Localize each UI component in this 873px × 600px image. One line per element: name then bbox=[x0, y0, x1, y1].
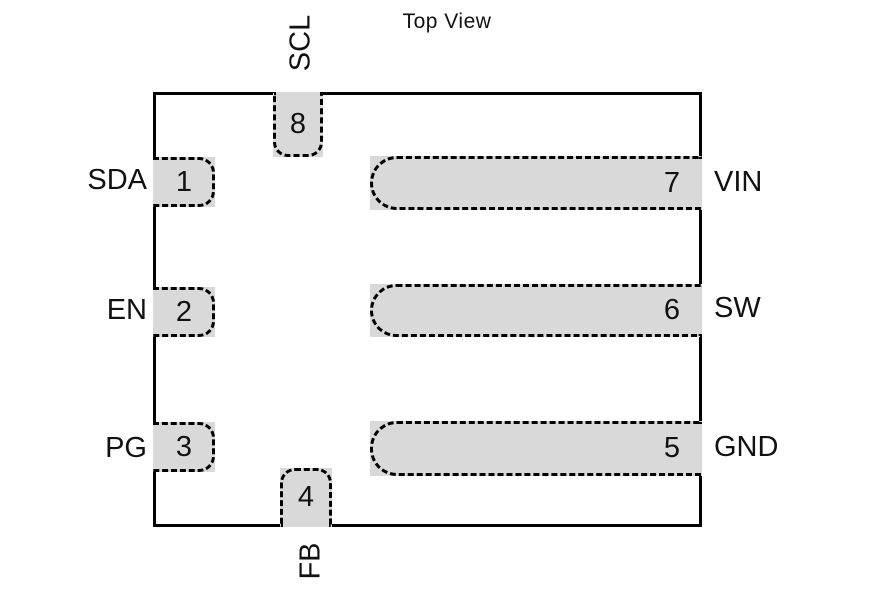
pin-pad-border bbox=[370, 156, 702, 210]
pin-number: 8 bbox=[289, 108, 307, 140]
pin-pad-3: 3 bbox=[153, 422, 215, 472]
pin-pad-2: 2 bbox=[153, 287, 215, 337]
pin-number: 7 bbox=[663, 166, 680, 199]
pin-number: 1 bbox=[175, 165, 193, 198]
pin-pad-7: 7 bbox=[370, 156, 702, 210]
pin-pad-border bbox=[280, 468, 332, 527]
pin-label-sw: SW bbox=[714, 292, 761, 324]
pin-number: 5 bbox=[663, 432, 680, 464]
pin-pad-6: 6 bbox=[370, 284, 702, 337]
diagram-title: Top View bbox=[402, 10, 492, 33]
pin-number: 2 bbox=[175, 295, 193, 328]
pin-number: 3 bbox=[175, 430, 193, 463]
pin-label-vin: VIN bbox=[714, 166, 763, 198]
pin-pad-border bbox=[273, 92, 323, 157]
pin-label-pg: PG bbox=[105, 432, 147, 464]
pin-pad-border bbox=[153, 422, 215, 472]
pin-pad-5: 5 bbox=[370, 421, 702, 476]
pin-label-scl: SCL bbox=[284, 14, 317, 72]
pin-pad-border bbox=[370, 421, 702, 476]
pin-pad-border bbox=[370, 284, 702, 337]
pin-pad-1: 1 bbox=[153, 157, 215, 207]
pin-number: 4 bbox=[297, 481, 315, 513]
pin-label-sda: SDA bbox=[87, 164, 147, 196]
pin-pad-border bbox=[153, 157, 215, 207]
pin-pad-8: 8 bbox=[273, 92, 323, 157]
pin-pad-border bbox=[153, 287, 215, 337]
pin-label-fb: FB bbox=[294, 542, 327, 580]
pin-number: 6 bbox=[663, 294, 680, 326]
pin-label-gnd: GND bbox=[714, 431, 779, 463]
pin-pad-4: 4 bbox=[280, 468, 332, 527]
pin-label-en: EN bbox=[106, 294, 147, 326]
